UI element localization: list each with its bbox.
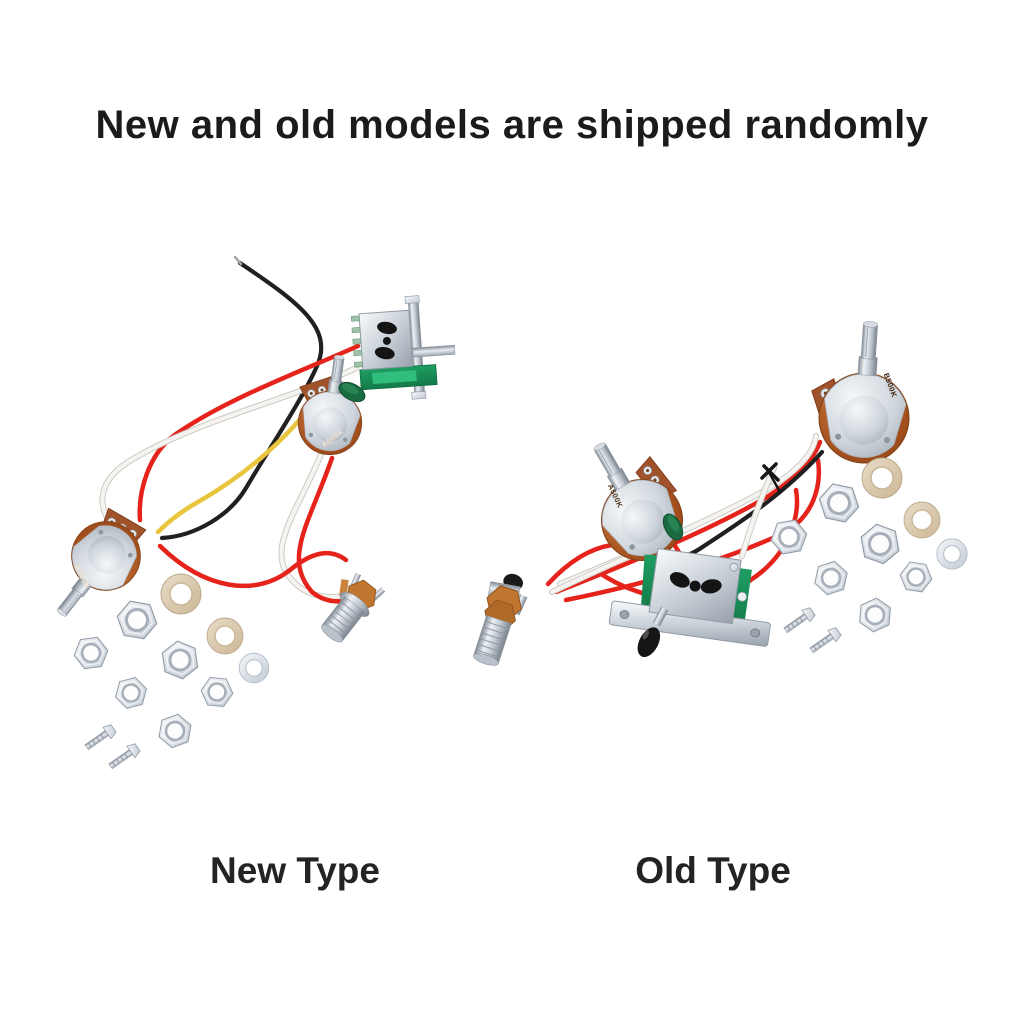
mounting-screw bbox=[807, 625, 844, 657]
wire-black bbox=[159, 260, 324, 541]
silver-washer bbox=[238, 652, 270, 684]
old-type-label: Old Type bbox=[635, 850, 791, 891]
switch-slots bbox=[669, 572, 722, 594]
wire-red bbox=[545, 542, 615, 587]
old-type-assembly: A500K B500K bbox=[473, 317, 968, 666]
hex-nut bbox=[70, 634, 112, 672]
hex-nut bbox=[767, 517, 811, 557]
switch-contacts bbox=[350, 315, 363, 368]
hex-nut bbox=[110, 674, 152, 712]
hex-nut bbox=[853, 519, 907, 569]
gold-washer bbox=[206, 617, 244, 655]
tone-pot: A500K bbox=[293, 350, 372, 460]
mounting-screw bbox=[82, 722, 119, 754]
hex-nut bbox=[809, 557, 853, 599]
hex-nut bbox=[198, 675, 236, 709]
page-title: New and old models are shipped randomly bbox=[95, 103, 929, 147]
wire-red bbox=[137, 343, 361, 523]
old-type-hardware bbox=[767, 457, 968, 657]
gold-washer bbox=[861, 457, 903, 499]
selector-switch bbox=[350, 295, 456, 400]
switch-lever bbox=[412, 344, 456, 358]
wire-yellow bbox=[155, 393, 321, 535]
selector-switch bbox=[608, 547, 771, 658]
tone-pot: A500K bbox=[562, 423, 698, 576]
new-type-assembly: A500K B500K bbox=[32, 255, 456, 773]
gold-washer bbox=[903, 501, 941, 539]
hex-nut bbox=[897, 559, 935, 595]
hex-nut bbox=[152, 710, 198, 752]
cable-tie bbox=[760, 462, 782, 494]
new-type-hardware bbox=[70, 573, 270, 773]
new-type-label: New Type bbox=[210, 850, 380, 891]
wire-red bbox=[157, 543, 349, 589]
wire-white-shadow bbox=[278, 449, 353, 600]
wire-red bbox=[553, 439, 823, 595]
output-jack bbox=[321, 572, 386, 643]
wire-white bbox=[739, 465, 777, 559]
volume-pot: B500K bbox=[32, 507, 155, 636]
wire-red bbox=[563, 457, 822, 603]
silver-washer bbox=[936, 538, 968, 570]
hex-nut bbox=[852, 593, 898, 637]
hex-nut bbox=[112, 597, 162, 643]
wire-bare-tip bbox=[233, 255, 243, 266]
hex-nut bbox=[814, 480, 864, 526]
mounting-screw bbox=[781, 605, 818, 637]
mounting-screw bbox=[106, 741, 143, 773]
output-jack bbox=[473, 573, 528, 666]
hex-nut bbox=[154, 636, 206, 684]
switch-lever bbox=[637, 606, 669, 658]
gold-washer bbox=[160, 573, 202, 615]
switch-slots bbox=[374, 321, 397, 360]
volume-pot: B500K bbox=[810, 317, 917, 467]
